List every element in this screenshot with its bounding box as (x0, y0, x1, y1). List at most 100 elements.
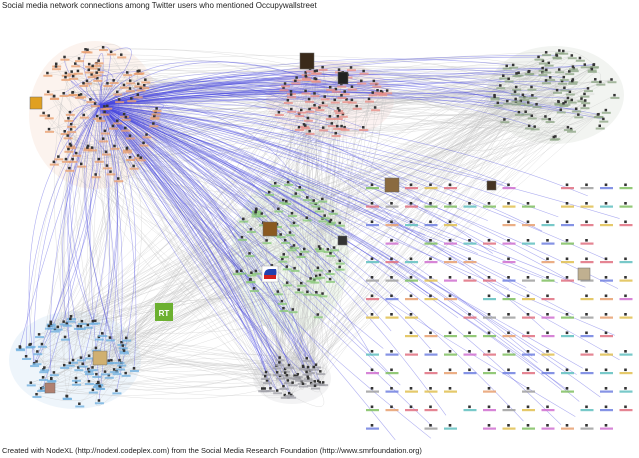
edge-blue (99, 104, 315, 281)
isolate-label (541, 261, 555, 264)
node-label (325, 223, 335, 226)
node (276, 290, 280, 293)
node-label (44, 327, 54, 330)
node (559, 108, 563, 111)
node-label (71, 65, 81, 68)
node (333, 98, 337, 102)
node (64, 157, 68, 161)
edge (73, 76, 291, 233)
node (240, 235, 244, 239)
edge-blue (99, 73, 508, 106)
node (91, 319, 95, 323)
node (116, 119, 119, 122)
isolate-node (507, 313, 510, 316)
node (295, 76, 298, 79)
node (527, 124, 531, 128)
isolate-label (463, 205, 477, 208)
node (124, 126, 127, 130)
node-label (129, 370, 139, 373)
isolate-label (600, 409, 613, 412)
isolate-label (580, 298, 594, 301)
edge (30, 229, 251, 345)
isolate-label (580, 427, 594, 430)
node-label (319, 129, 329, 132)
edge-blue (99, 72, 564, 106)
node (313, 92, 316, 95)
node-label (327, 125, 337, 128)
node-label (122, 149, 132, 152)
isolate-label (366, 427, 379, 430)
node (569, 127, 573, 131)
isolate-label (522, 298, 535, 301)
edge (86, 80, 105, 107)
node-label (64, 150, 74, 153)
node-label (538, 74, 548, 77)
node (82, 113, 86, 117)
isolate-node (604, 313, 608, 316)
node-label (315, 109, 325, 112)
node (306, 365, 310, 369)
node-label (595, 127, 605, 130)
edge (80, 100, 288, 327)
edge-blue (25, 104, 101, 357)
edge (87, 147, 251, 280)
node-label (93, 79, 103, 82)
isolate-label (522, 427, 535, 430)
node (39, 387, 43, 390)
node-label (65, 169, 75, 172)
edge (91, 147, 257, 210)
node (240, 269, 243, 273)
isolate-node (624, 220, 627, 224)
isolate-label (580, 279, 594, 282)
node (340, 124, 343, 128)
isolate-label (424, 187, 438, 190)
edge-blue (99, 104, 459, 319)
node-label (99, 49, 109, 52)
isolate-node (409, 387, 413, 390)
node (94, 346, 98, 350)
isolate-label (385, 372, 399, 375)
node (112, 79, 115, 82)
node (291, 308, 295, 311)
isolate-node (546, 257, 549, 261)
node (139, 86, 142, 90)
edge (92, 55, 572, 368)
node (385, 89, 389, 92)
node (109, 50, 113, 53)
edge (63, 149, 69, 366)
node-label (549, 138, 559, 141)
edge-blue (86, 71, 138, 106)
isolate-label (619, 279, 633, 282)
node (67, 147, 70, 151)
isolate-node (409, 405, 413, 409)
node (316, 313, 320, 316)
node (87, 370, 91, 373)
edge-blue (99, 104, 314, 368)
edge (125, 91, 382, 118)
node-label (312, 294, 322, 297)
profile-image (299, 52, 315, 70)
node-label (565, 93, 575, 96)
edge-blue (67, 104, 101, 382)
node (283, 238, 287, 242)
isolate-label (385, 298, 399, 301)
edge (65, 73, 265, 389)
node (350, 98, 354, 102)
isolate-label (561, 261, 574, 264)
node (260, 212, 263, 215)
isolate-node (526, 387, 530, 390)
node-label (121, 118, 131, 121)
node-label (126, 82, 136, 85)
isolate-node (390, 276, 393, 279)
edge-blue (99, 104, 307, 373)
node-label (568, 68, 578, 71)
node (285, 281, 289, 284)
node-label (546, 79, 556, 82)
node-label (563, 99, 573, 102)
node-label (297, 111, 307, 114)
node (328, 277, 332, 281)
edge-blue (99, 104, 576, 417)
node (282, 86, 285, 89)
isolate-node (546, 313, 549, 316)
node-label (134, 85, 144, 88)
